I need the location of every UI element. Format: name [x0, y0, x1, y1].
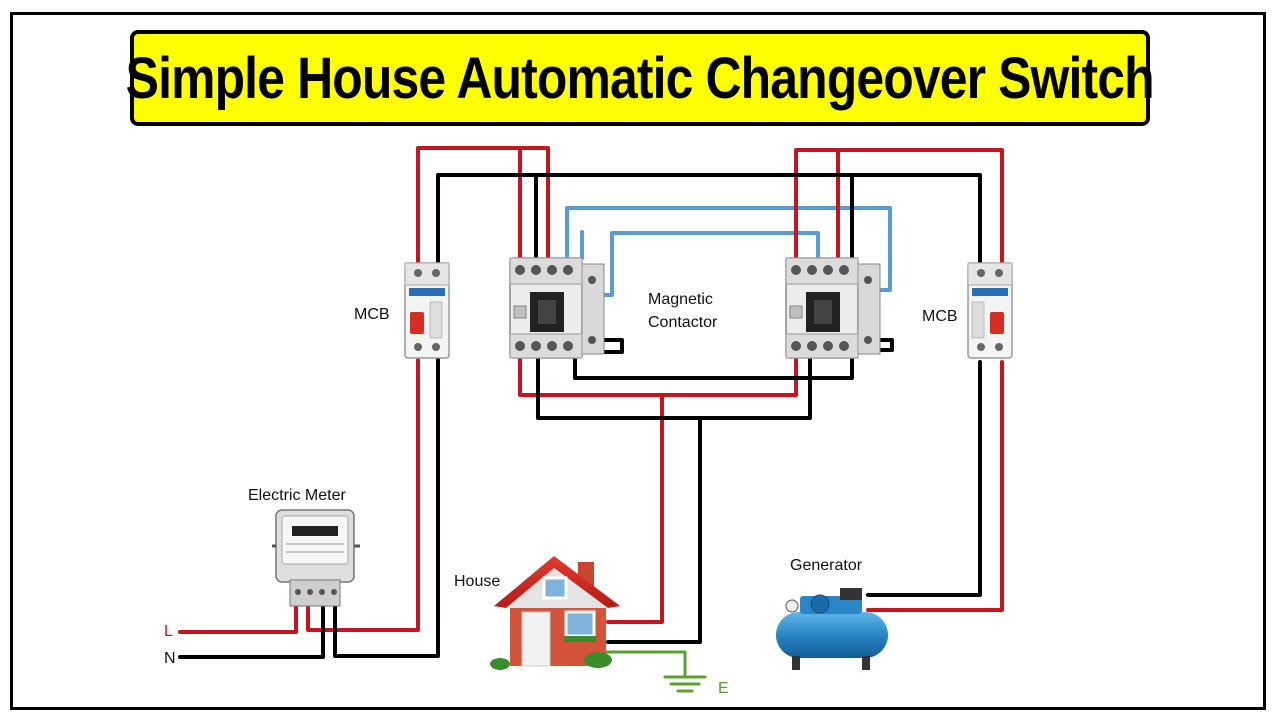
line-label: L: [164, 623, 173, 640]
magnetic-contactor-1[interactable]: [509, 257, 605, 359]
page-title: Simple House Automatic Changeover Switch: [125, 45, 1155, 111]
magnetic-contactor-2[interactable]: [785, 257, 881, 359]
wires: [178, 146, 1004, 693]
contactor-label-line2: Contactor: [648, 314, 718, 331]
contactor-label-line1: Magnetic: [648, 291, 713, 308]
neutral-label: N: [164, 650, 176, 667]
mcb-right[interactable]: [967, 262, 1013, 359]
title-banner: Simple House Automatic Changeover Switch: [126, 30, 1155, 126]
text-labels: MCB MCB Magnetic Contactor Electric Mete…: [164, 291, 958, 697]
house: [490, 556, 620, 670]
generator-label: Generator: [790, 557, 863, 574]
electric-meter[interactable]: [272, 509, 360, 607]
mcb-left[interactable]: [404, 262, 450, 359]
house-label: House: [454, 573, 500, 590]
mcb-right-label: MCB: [922, 308, 958, 325]
earth-label: E: [718, 680, 729, 697]
mcb-left-label: MCB: [354, 306, 390, 323]
live-wires: [178, 146, 1004, 634]
diagram-frame: [10, 12, 1266, 710]
meter-label: Electric Meter: [248, 487, 346, 504]
earth-wire: [598, 650, 707, 693]
generator: [776, 588, 888, 670]
